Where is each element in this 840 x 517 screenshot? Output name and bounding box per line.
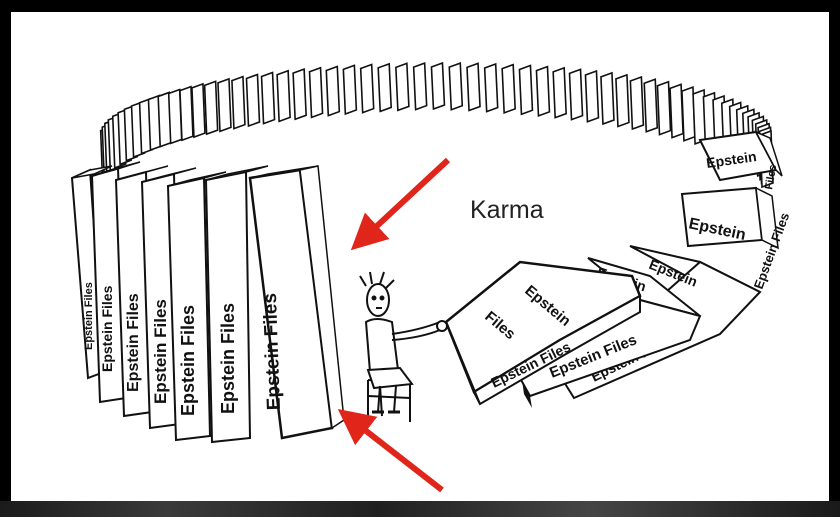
ring-domino [325, 65, 341, 117]
ring-domino [430, 61, 446, 111]
file-spine-label: Epstein Files [178, 305, 198, 416]
ring-domino [518, 64, 534, 116]
file-label-files: Files [763, 164, 779, 191]
ring-domino [584, 69, 600, 123]
red-arrow-democrates [337, 408, 444, 493]
file-spine-label: Epstein Files [260, 293, 285, 411]
ring-domino [535, 65, 551, 117]
file-spine-label: Epstein Files [151, 299, 170, 404]
ring-domino [615, 73, 630, 128]
seated-man [359, 271, 448, 422]
ring-domino [342, 64, 358, 116]
file-spine-label: Epstein Files [83, 282, 95, 350]
bottom-photo-strip [0, 501, 840, 517]
ring-domino [276, 69, 291, 123]
ring-domino [552, 66, 567, 119]
falling-file-2: Epstein Epstein Files [518, 257, 702, 408]
ring-domino [669, 83, 684, 139]
ring-domino [245, 73, 261, 128]
standing-files-row: Epstein Files Epstein Files Epstein File… [70, 161, 345, 444]
file-label-epstein: Epstein [705, 148, 757, 171]
standing-file-5: Epstein Files [166, 171, 227, 442]
ring-domino [308, 66, 324, 119]
ring-domino [377, 62, 393, 113]
upright-file-epstein-top: Epstein Files [698, 130, 783, 191]
standing-file-6: Epstein Files [204, 165, 269, 444]
ring-domino [231, 75, 246, 130]
file-spine-label: Epstein Files [125, 293, 142, 392]
ring-domino [395, 62, 410, 112]
standing-file-1: Epstein Files [70, 165, 113, 380]
caption-karma: Karma [470, 196, 544, 224]
ring-domino [643, 78, 659, 133]
ring-domino [359, 63, 375, 114]
cartoon-panel: Epstein Files Epstein Files Epstein File… [11, 12, 829, 501]
standing-file-7: Epstein Files [248, 165, 345, 440]
ring-domino [466, 62, 481, 112]
ring-domino [203, 80, 219, 136]
red-arrow-karma [350, 157, 451, 251]
file-spine-label: Epstein Files [218, 303, 238, 414]
ring-domino [483, 62, 499, 113]
ring-domino [217, 77, 232, 133]
cartoon-drawing: Epstein Files Epstein Files Epstein File… [70, 61, 792, 493]
ring-domino [412, 61, 428, 111]
file-spine-label: Epstein Files [99, 285, 115, 372]
ring-domino [292, 68, 307, 121]
ring-domino [501, 63, 516, 114]
ring-domino [568, 68, 584, 121]
ring-domino [260, 71, 276, 125]
ring-domino [656, 80, 672, 136]
ring-domino [600, 71, 615, 126]
ring-domino [179, 85, 194, 142]
ring-domino [448, 61, 464, 111]
ring-domino [191, 82, 206, 139]
ring-domino [629, 75, 645, 131]
